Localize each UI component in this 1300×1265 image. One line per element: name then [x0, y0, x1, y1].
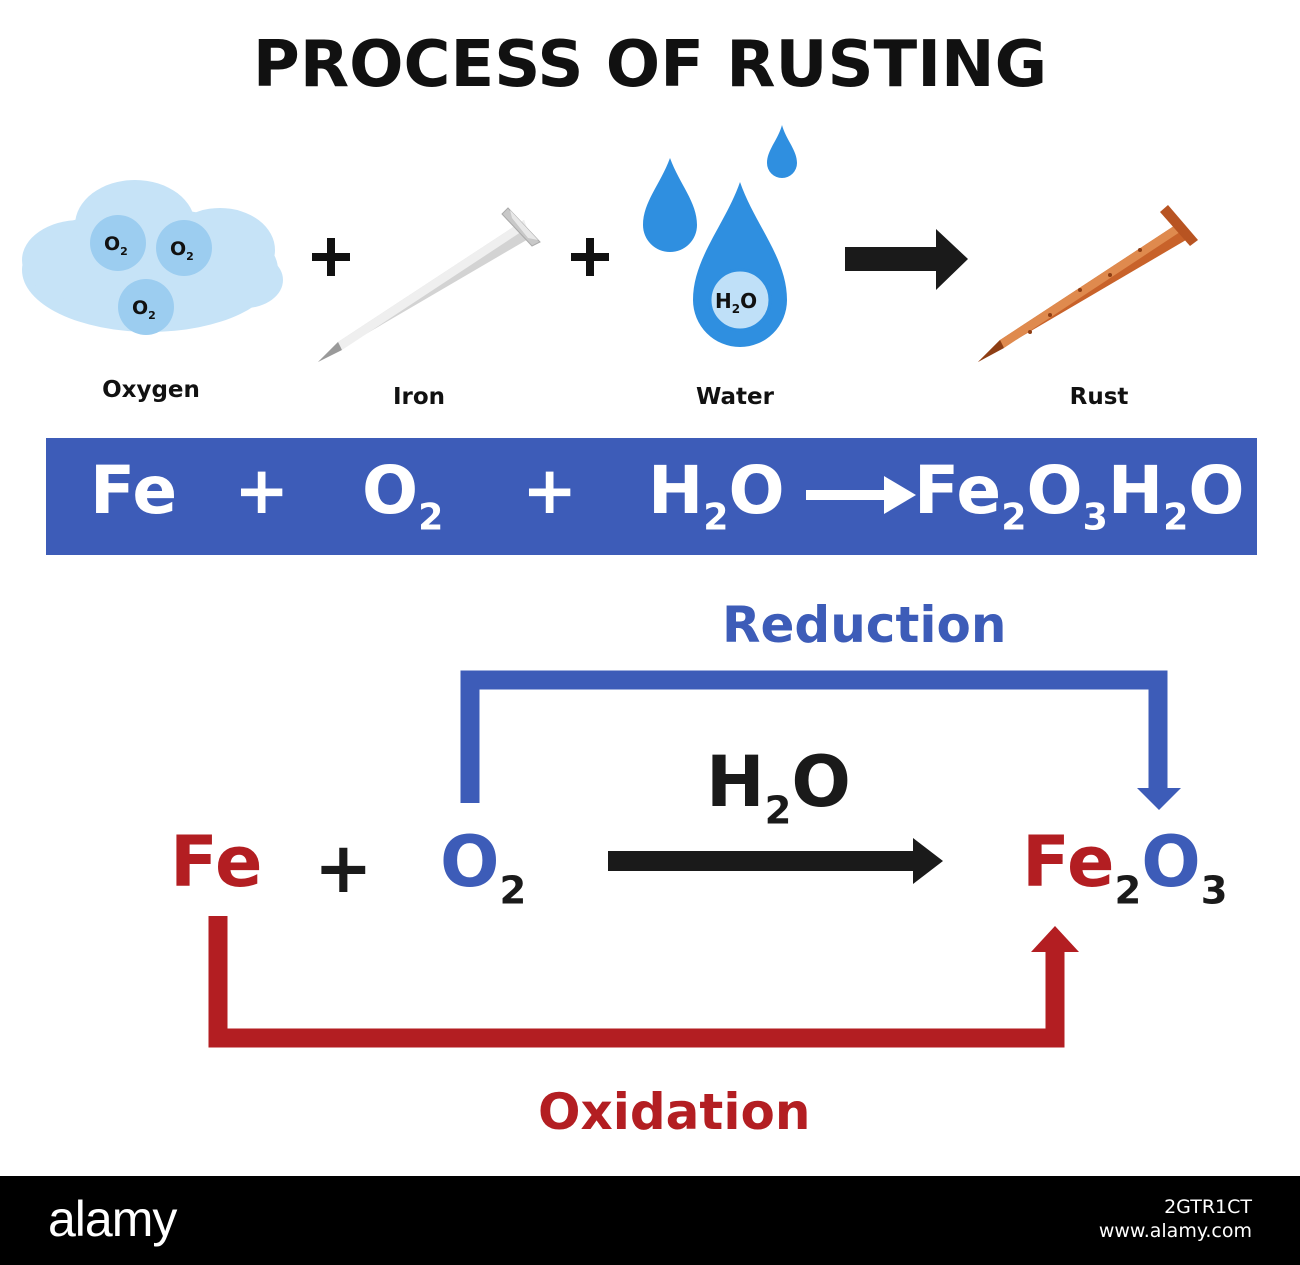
equation-plus: +	[234, 452, 290, 529]
watermark-footer: alamy 2GTR1CT www.alamy.com	[0, 1176, 1300, 1265]
product-fe2o3: Fe2O3	[1022, 821, 1228, 914]
water-label: Water	[695, 384, 774, 410]
oxidation-label: Oxidation	[538, 1083, 811, 1141]
redox-arrows	[208, 670, 1181, 1048]
arrow-right-icon	[845, 229, 968, 290]
equation-term-o2: O2	[362, 452, 444, 539]
equation-product: Fe2O3H2O	[914, 452, 1245, 539]
plus-icon	[312, 238, 350, 276]
iron-nail-icon	[318, 207, 541, 362]
watermark-logo: alamy	[48, 1191, 177, 1247]
catalyst-label: H2O	[706, 741, 851, 834]
oxidation-arrow	[208, 916, 1065, 1048]
page-title: PROCESS OF RUSTING	[252, 28, 1048, 102]
plus-icon	[571, 238, 609, 276]
site-url: www.alamy.com	[1098, 1219, 1252, 1242]
equation-plus: +	[522, 452, 578, 529]
rust-nail-icon	[978, 205, 1198, 362]
reduction-arrow	[460, 670, 1168, 803]
oxygen-cloud-icon	[22, 180, 283, 335]
iron-label: Iron	[392, 384, 446, 410]
rust-label: Rust	[1069, 384, 1129, 410]
reactant-fe: Fe	[170, 821, 263, 903]
reduction-arrowhead	[1137, 788, 1181, 810]
reactants-illustration: O2 O2 O2 H2O	[22, 125, 1198, 362]
oxidation-arrowhead	[1031, 926, 1079, 952]
equation-term-fe: Fe	[90, 452, 178, 529]
equation-banner: Fe + O2 + H2O Fe2O3H2O	[46, 438, 1257, 555]
image-id: 2GTR1CT	[1164, 1196, 1252, 1218]
redox-plus: +	[314, 827, 373, 909]
reactant-o2: O2	[440, 821, 527, 914]
watermark-info: 2GTR1CT www.alamy.com	[1099, 1196, 1252, 1244]
reaction-arrow	[608, 851, 918, 871]
reaction-arrowhead	[913, 838, 943, 884]
oxygen-label: Oxygen	[102, 377, 200, 403]
arrow-right-icon	[806, 476, 916, 514]
equation-term-h2o: H2O	[648, 452, 785, 539]
reduction-label: Reduction	[722, 596, 1007, 654]
water-drops-icon	[643, 125, 797, 347]
